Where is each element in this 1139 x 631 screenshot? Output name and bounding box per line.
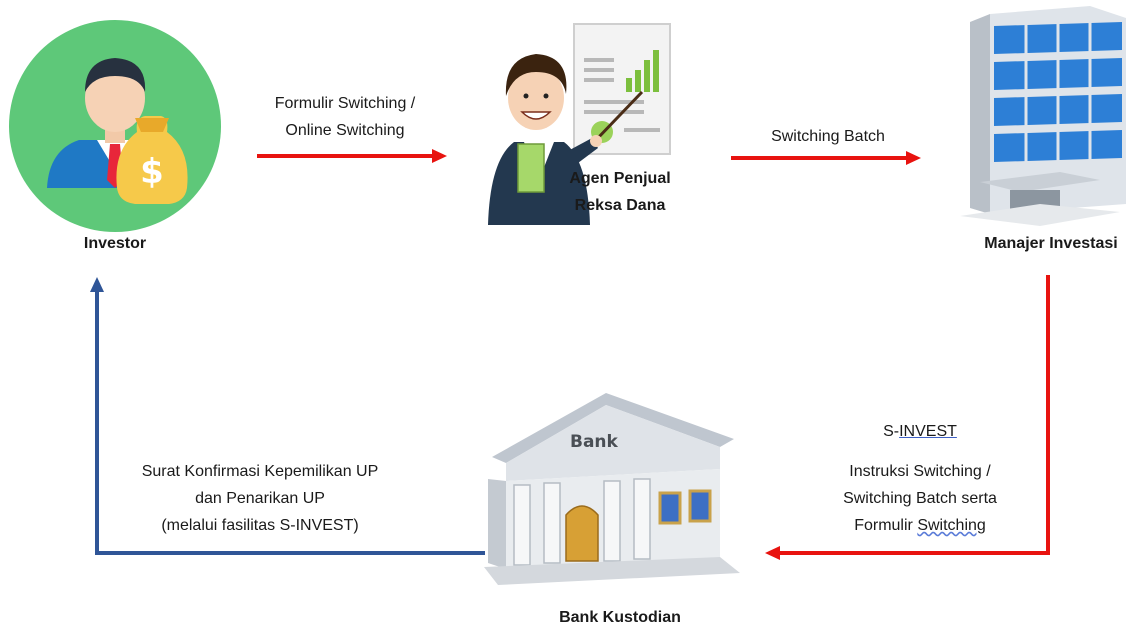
manager-node [950,4,1130,230]
bank-icon: Bank [484,393,740,585]
investor-icon: $ [9,20,221,232]
flow-agent-manager: Switching Batch [771,128,885,145]
investor-label: Investor [83,235,147,252]
bank-sign: Bank [570,432,619,452]
flow-custodian-investor-line1: Surat Konfirmasi Kepemilikan UP [141,463,379,480]
sinvest-underlined: INVEST [899,423,957,440]
arrow-manager-to-custodian [765,275,1050,560]
sales-agent-icon [488,23,671,225]
arrow-agent-to-manager [731,151,921,165]
formulir-prefix: Formulir [854,517,918,534]
flow-investor-agent-line1: Formulir Switching / [274,95,416,112]
flow-manager-custodian-line2: Switching Batch serta [843,490,997,507]
svg-text:$: $ [140,152,164,192]
agent-label-line1: Agen Penjual [569,170,671,187]
flow-investor-agent-line2: Online Switching [285,122,405,139]
sinvest-prefix: S- [883,423,900,440]
office-building-icon [960,6,1126,226]
arrow-custodian-to-investor [90,277,485,555]
flow-manager-custodian-line1: Instruksi Switching / [849,463,991,480]
investor-node: $ [9,20,221,232]
custodian-node: Bank [484,385,744,590]
flow-custodian-investor-line2: dan Penarikan UP [195,490,325,507]
agent-label-line2: Reksa Dana [574,197,666,214]
flow-manager-custodian-title: S-INVEST [840,418,1000,445]
flow-manager-custodian-line3: Formulir Switching [810,512,1030,539]
switching-underlined: Switching [917,517,986,534]
agent-node [484,20,684,225]
flow-custodian-investor-line3: (melalui fasilitas S-INVEST) [161,517,359,534]
manager-label: Manajer Investasi [984,235,1118,252]
custodian-label: Bank Kustodian [559,609,681,626]
arrow-investor-to-agent [257,149,447,163]
